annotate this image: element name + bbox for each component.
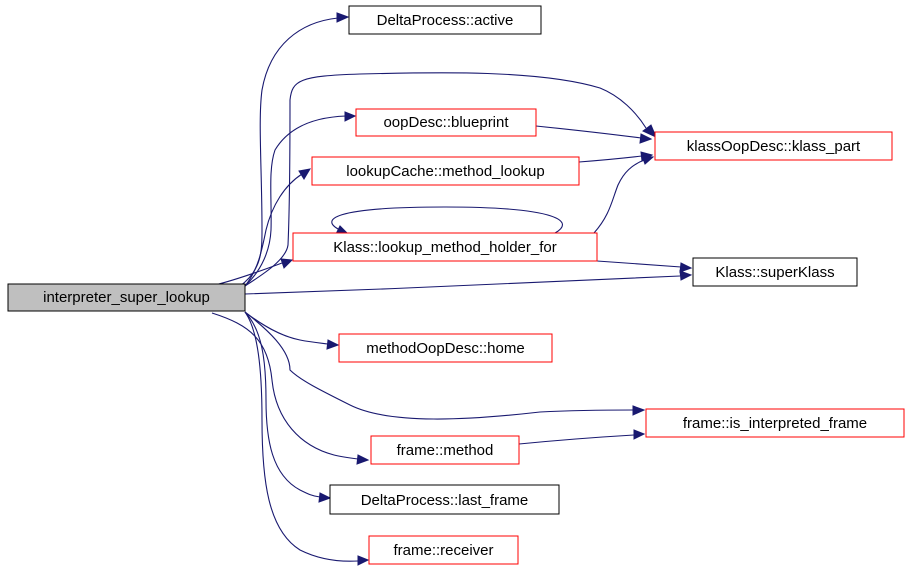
arrowhead [326, 339, 340, 350]
edge-root-to-frame-method [211, 312, 359, 460]
node-label: frame::is_interpreted_frame [683, 415, 867, 432]
arrowhead [344, 111, 357, 122]
edge-method-lookup-to-klass-part [578, 155, 643, 163]
arrowhead [336, 12, 350, 23]
edge-lookup-method-holder-for-to-super-klass [596, 260, 682, 268]
arrowhead [356, 454, 370, 465]
edge-lookup-method-holder-for-self [331, 206, 563, 234]
node-label: frame::method [397, 442, 494, 459]
arrowhead [357, 555, 370, 566]
node-label: DeltaProcess::active [377, 12, 514, 29]
edge-lookup-method-holder-for-to-klass-part [593, 159, 645, 234]
node-label: Klass::lookup_method_holder_for [333, 239, 556, 256]
node-delta-process-last-frame[interactable]: DeltaProcess::last_frame [329, 484, 560, 515]
node-klass-super-klass[interactable]: Klass::superKlass [692, 257, 858, 287]
arrowhead [679, 270, 693, 281]
node-label: DeltaProcess::last_frame [361, 492, 529, 509]
node-label: Klass::superKlass [715, 264, 834, 281]
edges [211, 12, 693, 566]
arrowhead [632, 405, 646, 416]
arrowhead [679, 262, 693, 273]
arrowhead [633, 429, 646, 440]
edge-root-to-method-oop-desc-home [244, 311, 329, 345]
node-label: methodOopDesc::home [366, 340, 524, 357]
node-label: klassOopDesc::klass_part [687, 138, 861, 155]
node-delta-process-active[interactable]: DeltaProcess::active [348, 5, 542, 35]
node-frame-is-interpreted-frame[interactable]: frame::is_interpreted_frame [645, 408, 905, 438]
node-oop-desc-blueprint[interactable]: oopDesc::blueprint [355, 108, 537, 137]
edge-root-to-method-lookup [244, 173, 303, 287]
arrowhead [641, 155, 655, 165]
node-method-oop-desc-home[interactable]: methodOopDesc::home [338, 333, 553, 363]
edge-root-to-klass-part [244, 72, 647, 287]
edge-root-to-super-klass [244, 275, 681, 295]
arrowhead [642, 124, 657, 138]
node-frame-receiver[interactable]: frame::receiver [368, 535, 519, 565]
node-label: oopDesc::blueprint [383, 114, 509, 131]
edge-root-to-delta-process-last-frame [244, 311, 321, 498]
edge-frame-method-to-is-interpreted-frame [518, 434, 635, 445]
node-interpreter-super-lookup[interactable]: interpreter_super_lookup [7, 283, 246, 312]
edge-blueprint-to-klass-part [535, 125, 642, 139]
arrowhead [639, 133, 653, 144]
edge-root-to-oop-desc-blueprint [244, 115, 347, 287]
node-lookup-cache-method-lookup[interactable]: lookupCache::method_lookup [311, 156, 580, 186]
edge-root-to-is-interpreted-frame [244, 311, 635, 420]
node-label: interpreter_super_lookup [43, 289, 210, 306]
node-klass-oop-desc-klass-part[interactable]: klassOopDesc::klass_part [654, 131, 893, 161]
nodes: interpreter_super_lookup DeltaProcess::a… [7, 5, 905, 565]
arrowhead [280, 258, 294, 269]
node-label: frame::receiver [393, 542, 493, 559]
node-label: lookupCache::method_lookup [346, 163, 544, 180]
node-klass-lookup-method-holder-for[interactable]: Klass::lookup_method_holder_for [292, 232, 598, 262]
arrowhead [298, 168, 311, 180]
node-frame-method[interactable]: frame::method [370, 435, 520, 465]
arrowhead [318, 492, 332, 503]
edge-root-to-frame-receiver [244, 311, 359, 562]
